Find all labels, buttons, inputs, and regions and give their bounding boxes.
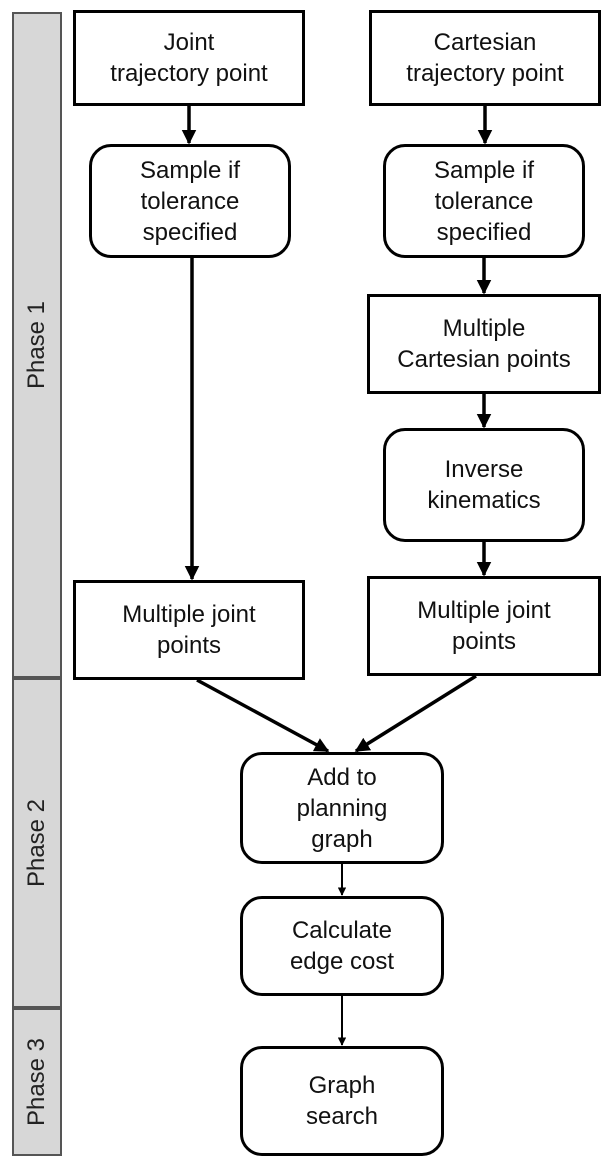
sample-cartesian-line-2: tolerance <box>434 187 534 215</box>
multiple-cartesian-points-line-1: Multiple <box>442 315 526 342</box>
add-to-planning-graph-node: Add to planning graph <box>240 752 444 864</box>
calculate-edge-cost-line-1: Calculate <box>291 917 393 944</box>
phase-3-band: Phase 3 <box>12 1008 62 1156</box>
joint-trajectory-point-line-2: trajectory point <box>110 60 268 87</box>
graph-search-line-1: Graph <box>308 1072 376 1099</box>
cartesian-trajectory-point-line-2: trajectory point <box>406 60 564 87</box>
calculate-edge-cost-line-2: edge cost <box>289 948 395 975</box>
add-to-planning-graph-line-3: graph <box>311 825 373 853</box>
graph-search-line-2: search <box>305 1103 379 1130</box>
phase-1-band: Phase 1 <box>12 12 62 678</box>
add-to-planning-graph-line-2: planning <box>296 794 388 822</box>
add-to-planning-graph-line-1: Add to <box>307 763 377 791</box>
multiple-joint-points-right-line-1: Multiple joint <box>417 597 551 624</box>
sample-joint-node: Sample if tolerance specified <box>89 144 291 258</box>
sample-cartesian-line-3: specified <box>436 218 532 246</box>
cartesian-trajectory-point-line-1: Cartesian <box>433 29 537 56</box>
multiple-joint-points-left-line-2: points <box>156 632 222 659</box>
multiple-joint-points-right-node: Multiple joint points <box>367 576 601 676</box>
joint-trajectory-point-node: Joint trajectory point <box>73 10 305 106</box>
cartesian-trajectory-point-node: Cartesian trajectory point <box>369 10 601 106</box>
multiple-joint-points-left-line-1: Multiple joint <box>122 601 256 628</box>
multiple-joint-points-right-line-2: points <box>451 628 517 655</box>
joint-trajectory-point-line-1: Joint <box>163 29 215 56</box>
edge-multiple-joint-points-left-to-add-to-planning-graph <box>196 678 330 753</box>
inverse-kinematics-line-2: kinematics <box>427 487 541 514</box>
inverse-kinematics-node: Inverse kinematics <box>383 428 585 542</box>
inverse-kinematics-line-1: Inverse <box>444 456 524 483</box>
sample-joint-line-1: Sample if <box>139 156 241 184</box>
multiple-cartesian-points-line-2: Cartesian points <box>397 346 571 373</box>
sample-joint-line-2: tolerance <box>140 187 240 215</box>
sample-cartesian-node: Sample if tolerance specified <box>383 144 585 258</box>
phase-2-band: Phase 2 <box>12 678 62 1008</box>
calculate-edge-cost-node: Calculate edge cost <box>240 896 444 996</box>
sample-joint-line-3: specified <box>142 218 238 246</box>
sample-cartesian-line-1: Sample if <box>433 156 535 184</box>
graph-search-node: Graph search <box>240 1046 444 1156</box>
multiple-joint-points-left-node: Multiple joint points <box>73 580 305 680</box>
edge-multiple-joint-points-right-to-add-to-planning-graph <box>354 674 477 753</box>
